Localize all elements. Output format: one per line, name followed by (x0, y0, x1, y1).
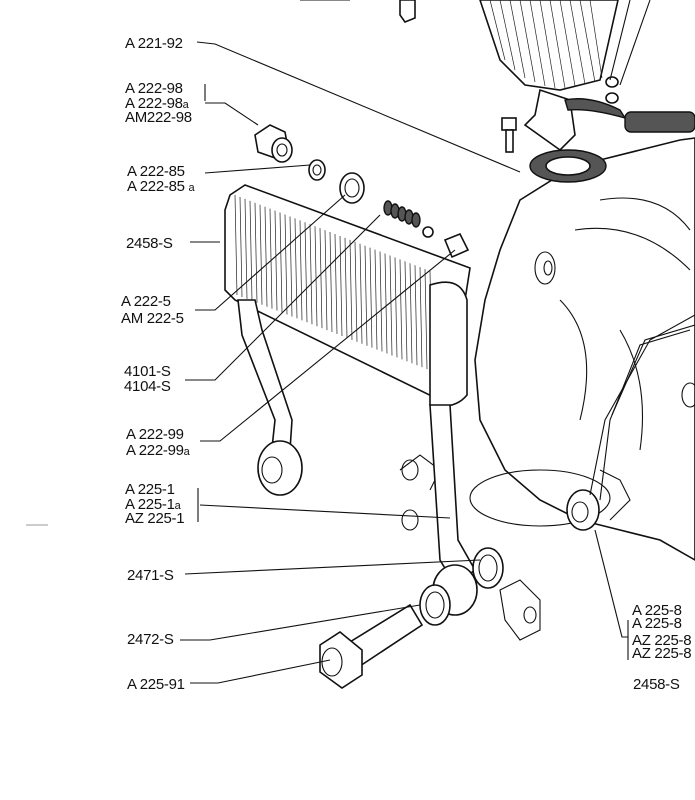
radiator-fin (354, 241, 358, 342)
seal-ring-2471 (472, 547, 504, 589)
ball (422, 226, 434, 238)
radiator-fin (369, 247, 373, 348)
radiator-fin (239, 196, 243, 297)
radiator-fin (299, 220, 303, 321)
label-am222-98: AM222-98 (125, 109, 192, 126)
label-4101-s: 4101-S (124, 363, 171, 380)
radiator-fin (289, 216, 293, 317)
leader-lines (180, 0, 651, 684)
bolt (501, 117, 517, 153)
radiator-fin (349, 239, 353, 340)
label-am222-5: AM 222-5 (121, 310, 184, 327)
radiator-fin (314, 226, 318, 327)
radiator-fin (259, 204, 263, 305)
radiator-fin (279, 212, 283, 313)
label-a225-91: A 225-91 (127, 676, 185, 693)
label-2458-s-right: 2458-S (633, 676, 680, 693)
radiator-fin (334, 233, 338, 335)
radiator-fin (379, 251, 383, 352)
radiator-fin (249, 200, 253, 301)
label-a222-98: A 222-98 (125, 80, 183, 97)
label-a222-98a: A 222-98a (125, 95, 190, 112)
filter-housing (399, 0, 695, 183)
label-a225-8-2: A 225-8 (632, 615, 682, 632)
radiator-fin (419, 267, 423, 368)
label-az225-8-1: AZ 225-8 (632, 632, 691, 649)
label-2458-s: 2458-S (126, 235, 173, 252)
radiator-fin (324, 230, 328, 331)
banjo-left (257, 440, 303, 496)
radiator-fin (344, 237, 348, 338)
pipe-right (429, 404, 477, 587)
label-a222-85a: A 222-85 a (127, 178, 196, 195)
union-nut (254, 124, 293, 163)
valve-plug (443, 232, 470, 259)
engine-casting (399, 137, 695, 641)
radiator-fin (254, 202, 258, 303)
oil-cooler-radiator (224, 184, 471, 408)
radiator-fin (374, 249, 378, 350)
radiator-fin (274, 210, 278, 311)
label-2471-s: 2471-S (127, 567, 174, 584)
label-a221-92: A 221-92 (125, 35, 183, 52)
label-a222-99a: A 222-99a (126, 442, 191, 459)
label-az225-8-2: AZ 225-8 (632, 645, 691, 662)
radiator-fin (394, 257, 398, 358)
radiator-fin (264, 206, 268, 307)
label-a225-1: A 225-1 (125, 481, 175, 498)
label-a222-99: A 222-99 (126, 426, 184, 443)
radiator-fin (424, 269, 428, 370)
radiator-fin (294, 218, 298, 319)
label-a222-85: A 222-85 (127, 163, 185, 180)
label-a225-8-1: A 225-8 (632, 602, 682, 619)
radiator-fin (389, 255, 393, 356)
radiator-fin (269, 208, 273, 309)
washer-large (339, 172, 365, 204)
radiator-fin (409, 263, 413, 364)
label-4104-s: 4104-S (124, 378, 171, 395)
seal-ring (419, 584, 451, 626)
radiator-fin (319, 228, 323, 329)
radiator-fin (364, 245, 368, 346)
radiator-fin (404, 261, 408, 362)
radiator-fin (304, 222, 308, 323)
label-2472-s: 2472-S (127, 631, 174, 648)
radiator-fin (384, 253, 388, 354)
radiator-fin (309, 224, 313, 325)
label-az225-1: AZ 225-1 (125, 510, 184, 527)
banjo-bolt (319, 603, 424, 689)
radiator-fin (329, 232, 333, 333)
radiator-fin (284, 214, 288, 315)
radiator-fin (234, 194, 238, 296)
radiator-fin (339, 235, 343, 336)
washer-small (308, 159, 326, 181)
radiator-fin (399, 259, 403, 360)
spring (383, 200, 421, 228)
radiator-fin (359, 243, 363, 344)
label-a222-5: A 222-5 (121, 293, 171, 310)
label-a225-1a: A 225-1a (125, 496, 182, 513)
